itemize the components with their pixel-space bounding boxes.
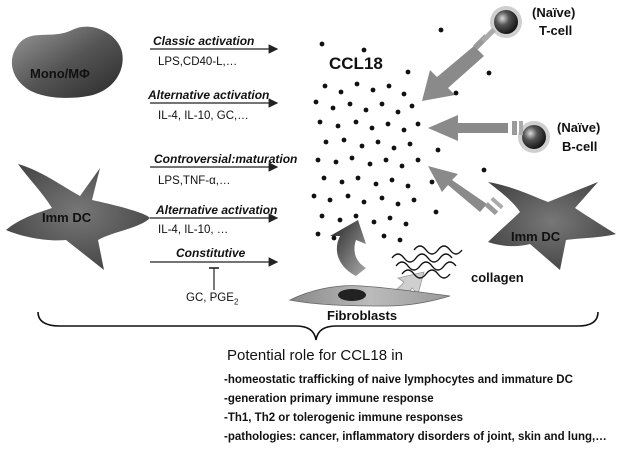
classic-activation-stimuli: LPS,CD40-L,… xyxy=(158,56,238,68)
mono-macrophage-label: Mono/MΦ xyxy=(30,66,90,81)
t-cell-label: T-cell xyxy=(539,23,573,38)
immature-dc-migration-arrow xyxy=(428,166,504,216)
role-item: -generation primary immune response xyxy=(224,393,434,405)
role-item: -pathologies: cancer, inflammatory disor… xyxy=(224,431,607,443)
alternative-activation-mono-title: Alternative activation xyxy=(148,88,270,102)
b-cell-migration-arrow xyxy=(428,115,523,141)
immature-dc-left-cell xyxy=(6,164,150,270)
constitutive-inhibitors: GC, PGE2 xyxy=(186,292,238,306)
controversial-maturation-stimuli: LPS,TNF-α,… xyxy=(158,175,231,187)
role-item: -Th1, Th2 or tolerogenic immune response… xyxy=(224,412,463,424)
collagen-fibers xyxy=(391,245,463,279)
controversial-maturation-title: Controversial:maturation xyxy=(154,152,298,166)
classic-activation-title: Classic activation xyxy=(153,34,255,48)
ccl18-molecules xyxy=(311,27,492,243)
alternative-activation-dc-title: Alternative activation xyxy=(156,203,278,217)
b-cell-label: B-cell xyxy=(562,139,598,154)
fibroblasts-label: Fibroblasts xyxy=(327,308,398,323)
role-item: -homeostatic trafficking of naive lympho… xyxy=(224,374,573,386)
inhibitors-label: GC, PGE xyxy=(186,292,234,304)
t-cell-body xyxy=(494,10,518,34)
collagen-label: collagen xyxy=(471,270,524,285)
ccl18-label: CCL18 xyxy=(329,54,383,73)
fibroblast-secretion-arrow xyxy=(330,220,366,276)
t-cell-state-label: (Naïve) xyxy=(532,5,576,20)
monocyte-macrophage-cell xyxy=(11,26,123,98)
imm-dc-right-label: Imm DC xyxy=(511,229,561,244)
summary-brace xyxy=(37,311,599,341)
b-cell-body xyxy=(522,125,546,149)
immature-dc-right-cell xyxy=(488,182,616,270)
t-cell-migration-arrow xyxy=(422,27,496,101)
inhibitors-subscript: 2 xyxy=(233,297,239,307)
summary-heading: Potential role for CCL18 in xyxy=(227,347,403,364)
alternative-activation-mono-stimuli: IL-4, IL-10, GC,… xyxy=(158,110,249,122)
constitutive-title: Constitutive xyxy=(176,246,246,260)
b-cell-state-label: (Naïve) xyxy=(557,120,601,135)
fibroblast-nucleus xyxy=(338,289,366,301)
fibroblast-cell xyxy=(288,285,451,307)
imm-dc-left-label: Imm DC xyxy=(42,210,92,225)
alternative-activation-dc-stimuli: IL-4, IL-10, … xyxy=(158,224,229,236)
